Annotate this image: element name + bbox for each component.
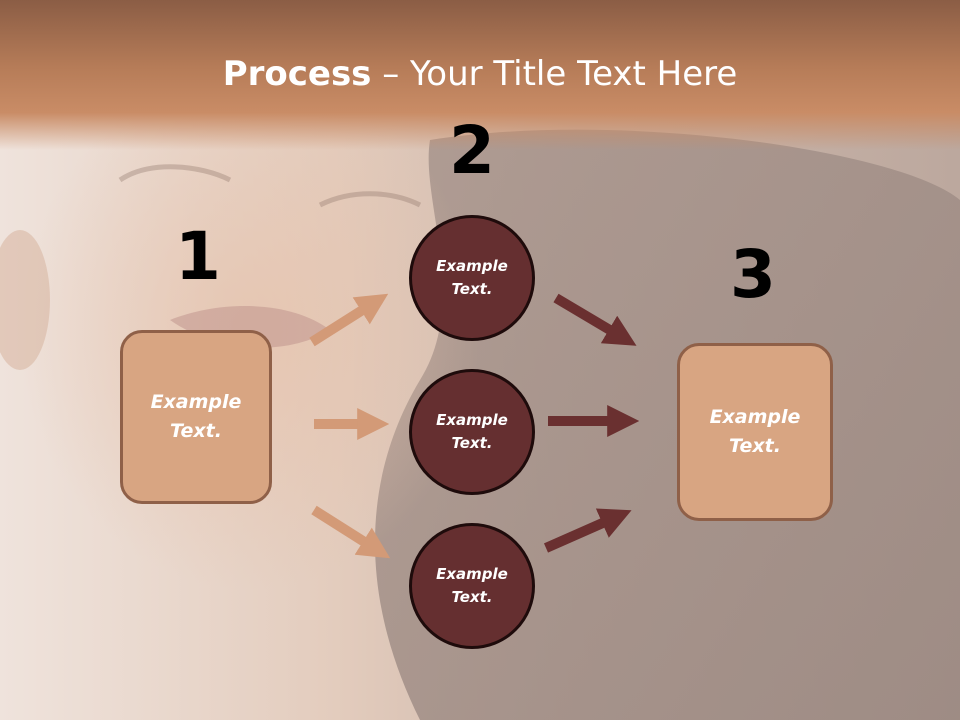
circle-middle-label: Example Text. xyxy=(436,411,508,452)
title-rest: – Your Title Text Here xyxy=(371,54,738,94)
circle-bottom-label: Example Text. xyxy=(436,565,508,606)
arrow-1-to-bottom xyxy=(311,505,391,559)
arrow-1-to-top xyxy=(309,293,389,347)
arrow-top-to-3 xyxy=(553,293,637,346)
step-2-circle-top: Example Text. xyxy=(409,215,535,341)
step-2-circle-bottom: Example Text. xyxy=(409,523,535,649)
step-2-circle-middle: Example Text. xyxy=(409,369,535,495)
circle-top-label: Example Text. xyxy=(436,257,508,298)
step-number-1: 1 xyxy=(175,218,221,295)
step-number-2: 2 xyxy=(449,112,495,189)
step-1-label: Example Text. xyxy=(150,391,242,442)
step-1-box: Example Text. xyxy=(120,330,272,504)
title-band xyxy=(0,0,960,150)
step-number-3: 3 xyxy=(730,236,776,313)
step-3-label: Example Text. xyxy=(709,406,801,457)
slide-title: Process – Your Title Text Here xyxy=(0,52,960,96)
title-bold: Process xyxy=(222,54,372,94)
arrow-bottom-to-3 xyxy=(543,508,632,553)
step-3-box: Example Text. xyxy=(677,343,833,521)
